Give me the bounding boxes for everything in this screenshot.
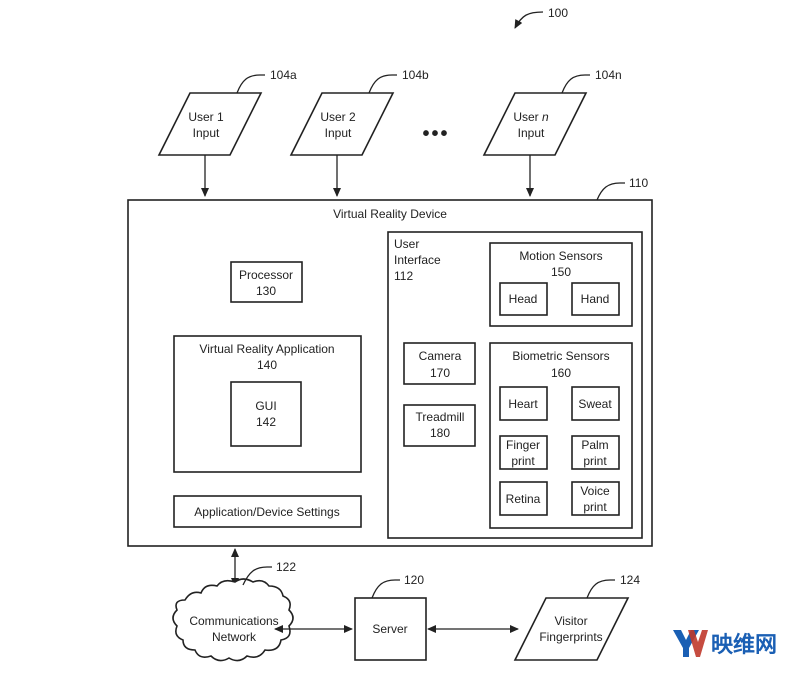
sweat-sensor-box — [571, 386, 620, 421]
leader-110 — [596, 182, 625, 201]
ui-label-line1: User — [394, 237, 419, 251]
user-input-2: User 2 Input 104b — [289, 68, 429, 197]
ref-104n: 104n — [595, 68, 622, 82]
cloud-shape — [172, 578, 294, 662]
figure-ref-100: 100 — [514, 6, 568, 29]
figure-ref-label: 100 — [548, 6, 568, 20]
fingerprints-line1: Visitor — [554, 614, 587, 628]
biometric-sensors-ref: 160 — [551, 366, 571, 380]
watermark-logo-accent-icon — [688, 630, 708, 657]
ref-120: 120 — [404, 573, 424, 587]
visitor-fingerprints: Visitor Fingerprints 124 — [513, 573, 640, 661]
ui-label-line2: Interface — [394, 253, 441, 267]
heart-sensor-label: Heart — [508, 397, 538, 411]
ref-104a: 104a — [270, 68, 297, 82]
treadmill-label: Treadmill — [416, 410, 465, 424]
processor-ref: 130 — [256, 284, 276, 298]
leader-104a — [236, 74, 265, 94]
server: Server 120 — [354, 573, 427, 661]
ref-110: 110 — [629, 176, 648, 190]
motion-sensors-ref: 150 — [551, 265, 571, 279]
watermark: 映维网 — [673, 630, 777, 658]
retina-sensor-label: Retina — [506, 492, 541, 506]
fingerprint-sensor-line1: Finger — [506, 438, 540, 452]
user-input-2-shape — [289, 92, 395, 156]
vr-device: Virtual Reality Device 110 Processor 130… — [127, 176, 653, 547]
sweat-sensor-label: Sweat — [578, 397, 612, 411]
treadmill-box — [403, 404, 476, 447]
gui-ref: 142 — [256, 415, 276, 429]
network-line2: Network — [212, 630, 257, 644]
palmprint-sensor-line2: print — [583, 454, 607, 468]
user-input-2-line1: User 2 — [320, 110, 356, 124]
palmprint-sensor-box — [571, 435, 620, 470]
leader-124 — [586, 579, 615, 599]
leader-104b — [368, 74, 397, 94]
vr-app-label: Virtual Reality Application — [199, 342, 334, 356]
ref-124: 124 — [620, 573, 640, 587]
gui-box — [230, 381, 302, 447]
user-input-n-line2: Input — [518, 126, 545, 140]
hand-sensor-box — [571, 282, 620, 316]
voiceprint-sensor-line2: print — [583, 500, 607, 514]
server-label: Server — [372, 622, 407, 636]
camera-ref: 170 — [430, 366, 450, 380]
gui-label: GUI — [255, 399, 276, 413]
voiceprint-sensor-line1: Voice — [580, 484, 610, 498]
ref-104b: 104b — [402, 68, 429, 82]
head-sensor-label: Head — [509, 292, 538, 306]
settings-box — [173, 495, 362, 528]
user-input-n: User n Input 104n — [482, 68, 622, 197]
voiceprint-sensor-box — [571, 481, 620, 516]
palmprint-sensor-line1: Palm — [581, 438, 608, 452]
communications-network: Communications Network 122 — [172, 560, 296, 662]
leader-122 — [242, 566, 272, 586]
processor-box — [230, 261, 303, 303]
heart-sensor-box — [499, 386, 548, 421]
leader-120 — [371, 579, 400, 599]
fingerprints-shape — [513, 597, 630, 661]
fingerprints-line2: Fingerprints — [539, 630, 602, 644]
camera-label: Camera — [419, 349, 462, 363]
head-sensor-box — [499, 282, 548, 316]
user-input-2-line2: Input — [325, 126, 352, 140]
ref-122: 122 — [276, 560, 296, 574]
network-line1: Communications — [189, 614, 278, 628]
figure-arrow-icon — [514, 11, 544, 29]
server-box — [354, 597, 427, 661]
vr-device-title: Virtual Reality Device — [333, 207, 447, 221]
watermark-text: 映维网 — [711, 632, 777, 658]
user-input-n-shape — [482, 92, 588, 156]
camera-box — [403, 342, 476, 385]
processor-label: Processor — [239, 268, 293, 282]
leader-104n — [561, 74, 590, 94]
biometric-sensors-label: Biometric Sensors — [512, 349, 609, 363]
user-input-1-line2: Input — [193, 126, 220, 140]
ellipsis: ••• — [422, 123, 449, 145]
fingerprint-sensor-line2: print — [511, 454, 535, 468]
hand-sensor-label: Hand — [581, 292, 610, 306]
user-input-1: User 1 Input 104a — [157, 68, 297, 197]
user-input-1-line1: User 1 — [188, 110, 224, 124]
user-input-n-line1: User n — [513, 110, 549, 124]
treadmill-ref: 180 — [430, 426, 450, 440]
motion-sensors-label: Motion Sensors — [519, 249, 602, 263]
settings-label: Application/Device Settings — [194, 505, 339, 519]
ui-ref: 112 — [394, 269, 413, 283]
retina-sensor-box — [499, 481, 548, 516]
fingerprint-sensor-box — [499, 435, 548, 470]
vr-app-ref: 140 — [257, 358, 277, 372]
user-input-1-shape — [157, 92, 263, 156]
